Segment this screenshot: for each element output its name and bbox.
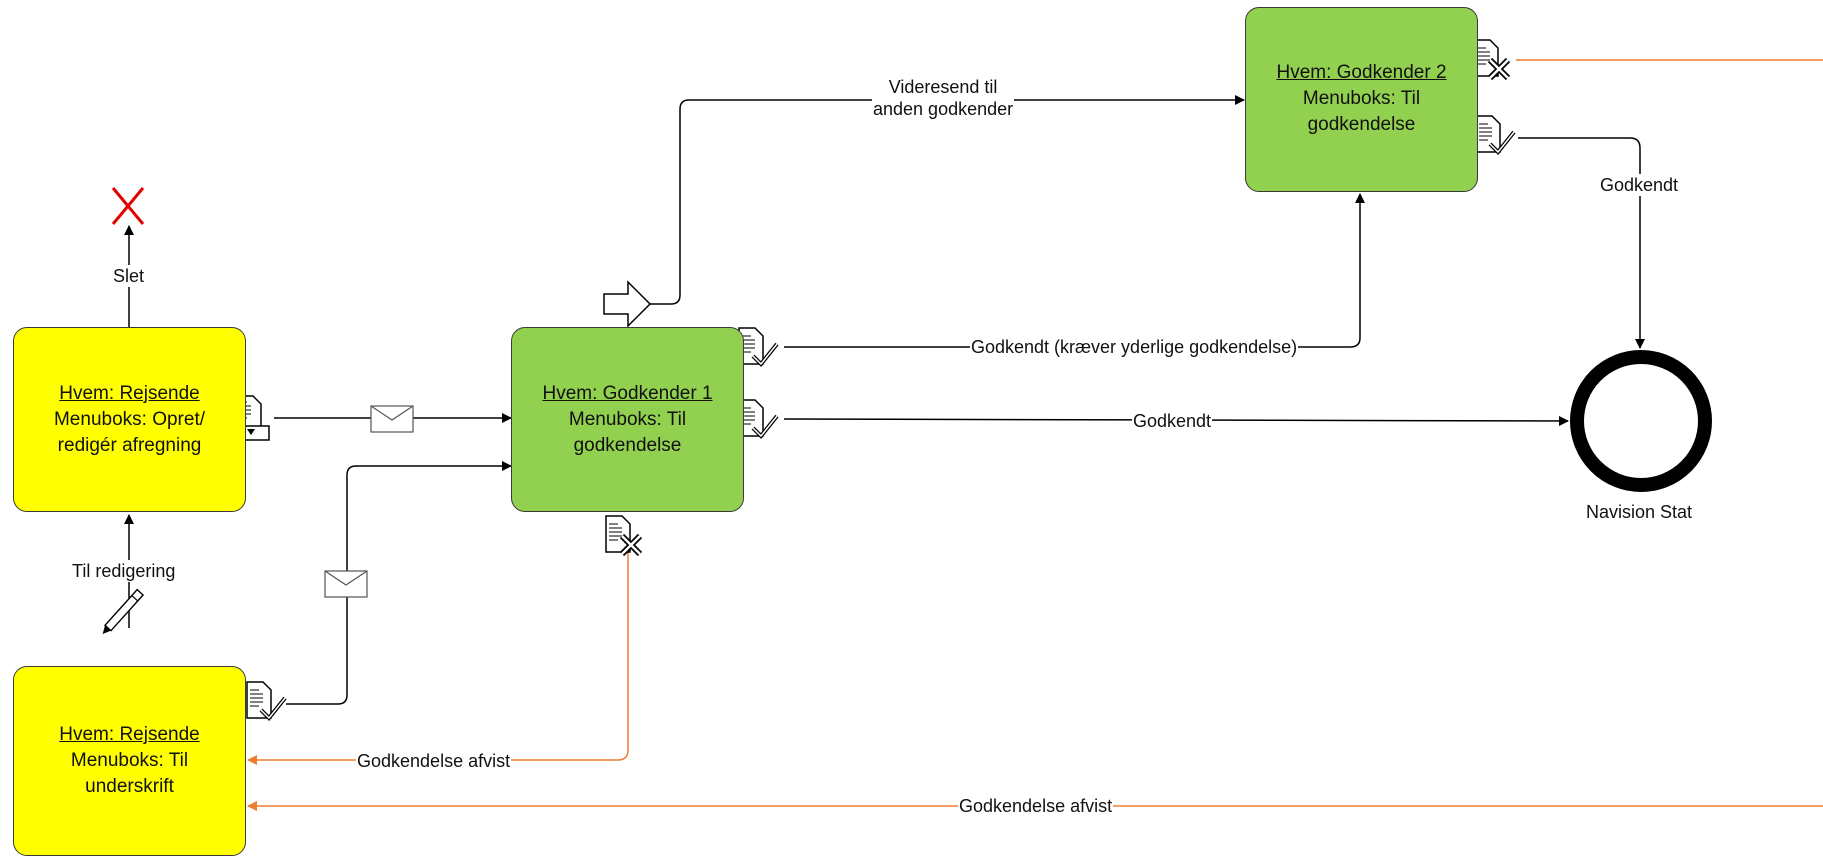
task-menu-line2: godkendelse: [573, 434, 682, 456]
task-menu-line2: godkendelse: [1307, 114, 1416, 135]
approved-document-icon[interactable]: [738, 327, 779, 367]
envelope-icon: [370, 405, 414, 433]
task-who: Hvem: Rejsende: [59, 382, 200, 404]
label-godkendt-kraever: Godkendt (kræver yderlige godkendelse): [970, 336, 1299, 358]
task-who: Hvem: Godkender 2: [1276, 62, 1447, 83]
connector-videresend: [650, 95, 1245, 305]
label-til-redigering: Til redigering: [71, 560, 177, 582]
task-menu-line1: Menuboks: Til: [568, 408, 687, 430]
task-menu-line1: Menuboks: Opret/: [53, 408, 206, 430]
rejected-document-icon[interactable]: [605, 515, 643, 557]
approved-document-icon[interactable]: [1475, 115, 1516, 155]
approved-document-icon[interactable]: [738, 399, 779, 439]
pencil-icon[interactable]: [100, 588, 145, 637]
label-videresend: Videresend til anden godkender: [872, 76, 1015, 120]
connector-afvist-1: [247, 552, 629, 765]
task-menu-line2: redigér afregning: [57, 434, 202, 456]
envelope-icon: [324, 570, 368, 598]
rejected-document-icon[interactable]: [1473, 39, 1511, 81]
label-godkendt-main: Godkendt: [1132, 410, 1213, 432]
label-slet: Slet: [112, 265, 146, 287]
connector-godkendt-right: [1518, 137, 1645, 349]
label-videresend-line1: Videresend til: [888, 77, 998, 97]
label-godkendt-right: Godkendt: [1599, 174, 1680, 196]
task-menu-line1: Menuboks: Til: [1302, 88, 1421, 109]
end-event-circle[interactable]: [1570, 350, 1712, 492]
task-menu-line1: Menuboks: Til: [70, 750, 189, 771]
label-videresend-line2: anden godkender: [873, 99, 1014, 119]
end-event-label: Navision Stat: [1585, 501, 1694, 523]
task-rejsende-opret[interactable]: Hvem: Rejsende Menuboks: Opret/ redigér …: [13, 327, 246, 512]
task-who: Hvem: Rejsende: [59, 724, 200, 745]
forward-arrow-icon[interactable]: [603, 280, 652, 328]
delete-x-icon[interactable]: [111, 187, 145, 225]
approved-document-icon[interactable]: [246, 681, 287, 721]
task-godkender-1[interactable]: Hvem: Godkender 1 Menuboks: Til godkende…: [511, 327, 744, 512]
task-rejsende-underskrift[interactable]: Hvem: Rejsende Menuboks: Til underskrift: [13, 666, 246, 856]
label-afvist-1: Godkendelse afvist: [356, 750, 512, 772]
task-godkender-2[interactable]: Hvem: Godkender 2 Menuboks: Til godkende…: [1245, 7, 1478, 192]
label-afvist-2: Godkendelse afvist: [958, 795, 1114, 817]
task-who: Hvem: Godkender 1: [542, 382, 713, 404]
task-menu-line2: underskrift: [85, 776, 174, 797]
connector-sign-to-godkender-1: [286, 461, 512, 705]
connector-godkendt-kraever: [784, 193, 1365, 348]
